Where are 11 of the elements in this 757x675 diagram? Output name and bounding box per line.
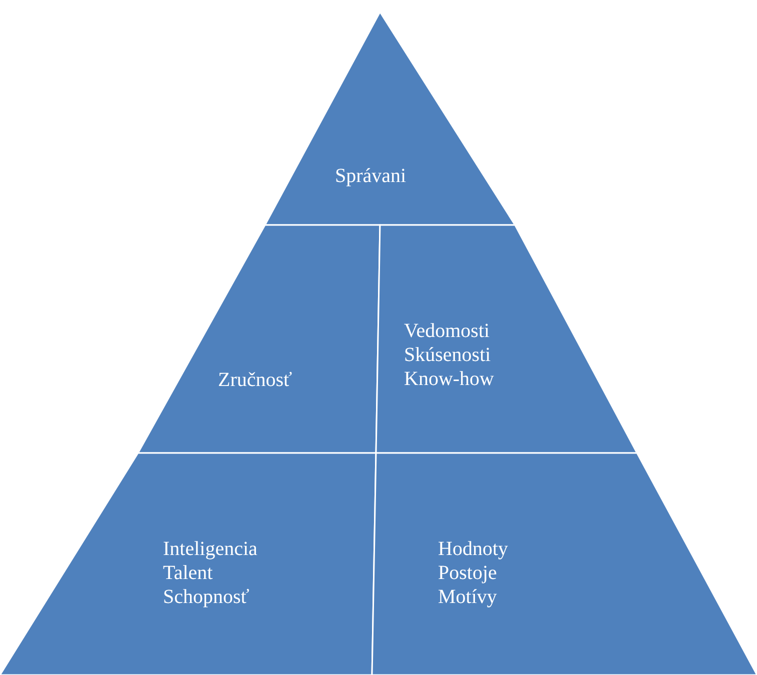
segment-label: Know-how (404, 367, 494, 391)
segment-label: Zručnosť (218, 368, 292, 392)
segment-label: Schopnosť (163, 585, 250, 609)
segment-label: Skúsenosti (404, 343, 491, 367)
segment-label: Talent (163, 561, 213, 585)
segment-label: Správani (335, 164, 406, 188)
segment-label: Hodnoty (438, 537, 508, 561)
segment-label: Vedomosti (404, 319, 490, 343)
segment-label: Inteligencia (163, 537, 258, 561)
segment-label: Postoje (438, 561, 497, 585)
segment-label: Motívy (438, 585, 497, 609)
